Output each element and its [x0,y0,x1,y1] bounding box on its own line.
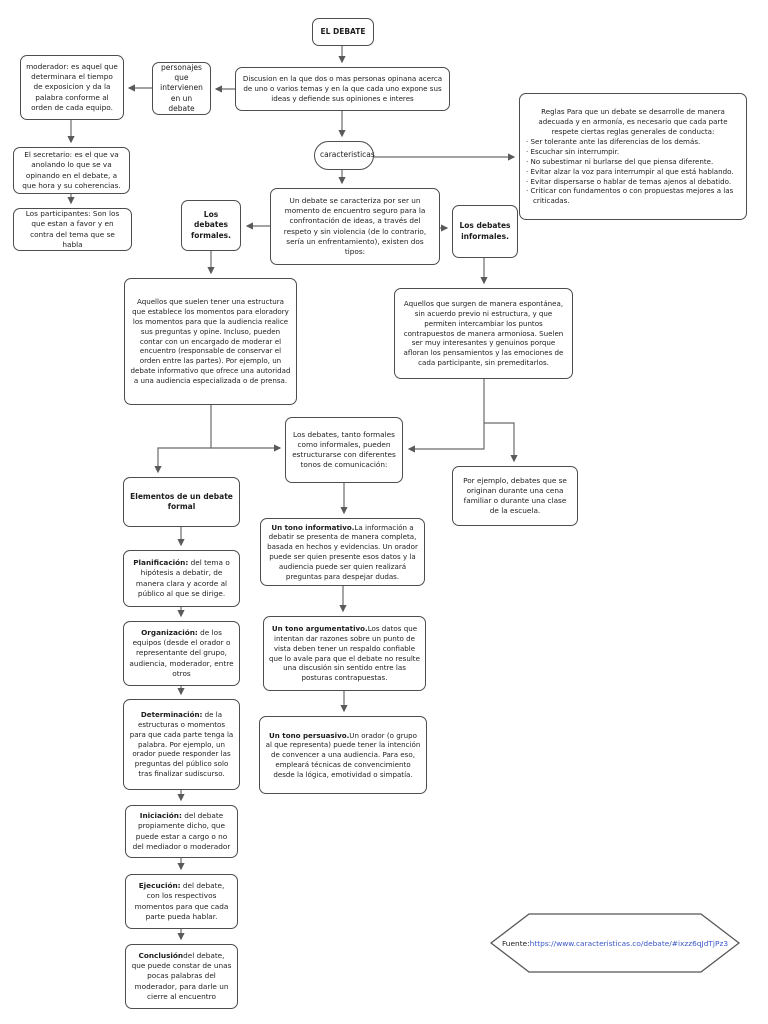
node-iniciacion: Iniciación: del debate propiamente dicho… [125,805,238,858]
node-el-debate-label: EL DEBATE [320,26,366,36]
node-formales-descripcion-text: Aquellos que suelen tener una estructura… [130,297,291,385]
node-ejemplo-informal-text: Por ejemplo, debates que se originan dur… [463,475,567,516]
node-tono-argumentativo: Un tono argumentativo.Los datos que inte… [263,616,426,691]
tono-informativo-rest: La información a debatir se presenta de … [267,522,418,581]
node-conclusion: Conclusióndel debate, que puede constar … [125,944,238,1009]
node-caracteristicas-text: caracteristicas [320,150,375,160]
tono-argumentativo-lead: Un tono argumentativo. [271,624,368,634]
node-definicion-text: Discusion en la que dos o mas personas o… [242,74,443,103]
conclusion-lead: Conclusión [138,951,184,961]
organizacion-lead: Organización: [141,628,198,638]
node-definicion: Discusion en la que dos o mas personas o… [235,67,450,111]
node-formales-descripcion: Aquellos que suelen tener una estructura… [124,278,297,405]
node-participantes-text: Los participantes: Son los que estan a f… [25,209,120,249]
connector [484,422,518,463]
connector [154,405,212,474]
reglas-item: Evitar dispersarse o hablar de temas aje… [526,177,740,187]
reglas-item: Escuchar sin interrumpir. [526,147,740,157]
planificacion-rest: del tema o hipótesis a debatir, de maner… [135,558,230,598]
node-informales-descripcion: Aquellos que surgen de manera espontánea… [394,288,573,379]
node-secretario-text: El secretario: es el que va anolando lo … [22,150,121,190]
tono-argumentativo-rest: Los datos que intentan dar razones sobre… [269,624,420,683]
node-determinacion: Determinación: de la estructuras o momen… [123,699,240,790]
tono-informativo-lead: Un tono informativo. [271,522,355,532]
node-tono-persuasivo: Un tono persuasivo.Un orador (o grupo al… [259,716,427,794]
reglas-item: Ser tolerante ante las diferencias de lo… [526,137,740,147]
node-participantes: Los participantes: Son los que estan a f… [13,208,132,251]
determinacion-rest: de la estructuras o momentos para que ca… [129,710,234,778]
node-personajes: personajes que intervienen en un debate [152,62,211,115]
node-planificacion: Planificación: del tema o hipótesis a de… [123,550,240,607]
node-debates-formales-label: Los debates formales. [191,209,231,240]
tono-persuasivo-rest: Un orador (o grupo al que representa) pu… [265,730,421,779]
node-organizacion: Organización: de los equipos (desde el o… [123,621,240,686]
tono-persuasivo-lead: Un tono persuasivo. [269,730,350,740]
planificacion-lead: Planificación: [133,558,189,568]
iniciacion-rest: del debate propiamente dicho, que puede … [132,811,231,851]
node-tipos-debate: Un debate se caracteriza por ser un mome… [270,188,440,265]
node-debates-formales: Los debates formales. [181,200,241,251]
node-tonos-text: Los debates, tanto formales como informa… [292,429,396,470]
iniciacion-lead: Iniciación: [139,811,182,821]
node-moderador-text: moderador: es aquel que determinara el t… [26,62,118,112]
node-debates-informales-label: Los debates informales. [459,221,511,241]
node-el-debate: EL DEBATE [312,18,374,46]
node-tipos-text: Un debate se caracteriza por ser un mome… [283,196,427,256]
node-debates-informales: Los debates informales. [452,205,518,258]
node-informales-descripcion-text: Aquellos que surgen de manera espontánea… [403,299,564,367]
reglas-item: No subestimar ni burlarse del que piensa… [526,157,740,167]
node-reglas: Reglas Para que un debate se desarrolle … [519,93,747,220]
node-ejemplo-informal: Por ejemplo, debates que se originan dur… [452,466,578,526]
fuente-label: Fuente: [501,938,530,948]
node-elementos: Elementos de un debate formal [123,477,240,527]
node-secretario: El secretario: es el que va anolando lo … [13,147,130,194]
connector [407,379,485,453]
reglas-list: Ser tolerante ante las diferencias de lo… [526,137,740,205]
reglas-item: Evitar alzar la voz para interrumpir al … [526,167,740,177]
node-tonos: Los debates, tanto formales como informa… [285,417,403,483]
node-ejecucion: Ejecución: del debate, con los respectiv… [125,874,238,929]
node-fuente: Fuente:https://www.caracteristicas.co/de… [489,913,741,973]
ejecucion-rest: del debate, con los respectivos momentos… [134,881,229,921]
node-caracteristicas: caracteristicas [314,141,375,170]
reglas-item: Criticar con fundamentos o con propuesta… [526,186,740,206]
fuente-link[interactable]: https://www.caracteristicas.co/debate/#i… [529,938,729,948]
organizacion-rest: de los equipos (desde el orador o repres… [129,628,234,678]
node-tono-informativo: Un tono informativo.La información a deb… [260,518,425,586]
node-elementos-label: Elementos de un debate formal [130,491,233,511]
ejecucion-lead: Ejecución: [138,881,181,891]
node-moderador: moderador: es aquel que determinara el t… [20,55,124,120]
conclusion-rest: del debate, que puede constar de unas po… [131,951,232,1001]
determinacion-lead: Determinación: [140,710,203,720]
node-personajes-text: personajes que intervienen en un debate [160,62,203,114]
hexagon-shape [489,913,741,973]
reglas-intro: Reglas Para que un debate se desarrolle … [538,107,728,136]
